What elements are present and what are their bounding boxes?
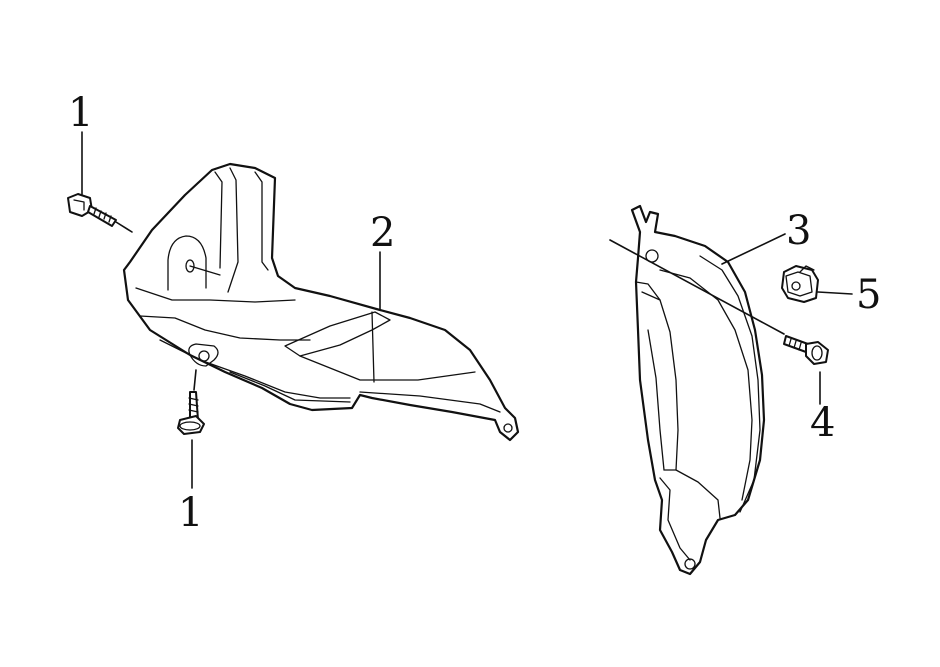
bolt-upper (67, 193, 117, 227)
clip-nut (781, 265, 819, 303)
callout-1-upper: 1 (68, 90, 93, 136)
bolt-lower (177, 391, 205, 435)
leader-lines (81, 131, 853, 489)
leader-3 (721, 233, 786, 265)
splash-guard-left (122, 162, 520, 442)
splash-guard-right (630, 204, 766, 576)
leader-5 (817, 291, 853, 295)
callout-5: 5 (856, 272, 881, 318)
bolt-small (783, 335, 829, 365)
callouts: 1 1 2 3 4 5 (68, 90, 881, 536)
callout-3: 3 (786, 208, 811, 254)
callout-4: 4 (810, 400, 835, 446)
callout-2: 2 (370, 210, 395, 256)
leader-4-axis (609, 239, 785, 335)
leader-1-upper-axis (115, 221, 133, 233)
callout-1-lower: 1 (178, 490, 203, 536)
leader-1-lower-axis (193, 369, 197, 391)
